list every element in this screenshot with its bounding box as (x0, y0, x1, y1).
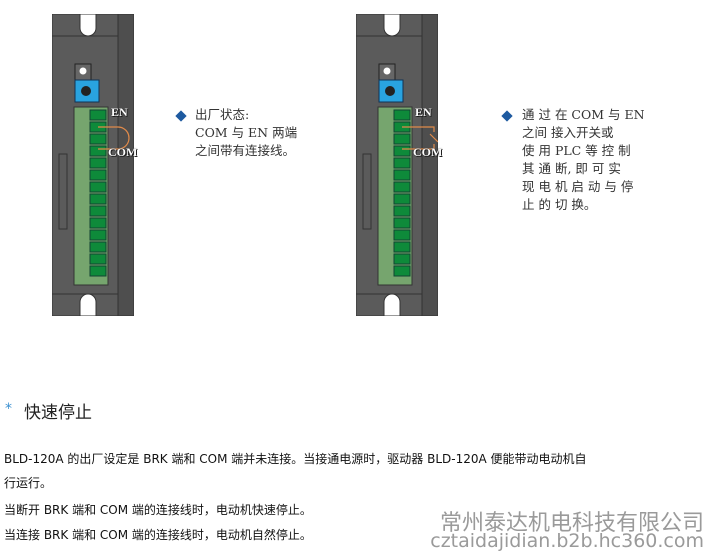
paragraph-line: 行运行。 (4, 476, 53, 490)
switch-control-note: 通 过 在 COM 与 EN 之间 接入开关或 使 用 PLC 等 控 制 其 … (522, 106, 645, 214)
note-line: 其 通 断, 即 可 实 (522, 161, 621, 176)
note-line: 出厂状态: (195, 107, 250, 122)
section-title: 快速停止 (24, 403, 92, 423)
note-line: COM 与 EN 两端 (195, 125, 298, 140)
note-line: 现 电 机 启 动 与 停 (522, 179, 634, 194)
paragraph-line: 当连接 BRK 端和 COM 端的连接线时，电动机自然停止。 (4, 528, 312, 542)
watermark-company: 常州泰达机电科技有限公司 (439, 511, 704, 536)
paragraph-line: BLD-120A 的出厂设定是 BRK 端和 COM 端并未连接。当接通电源时，… (4, 452, 587, 466)
paragraph-line: 当断开 BRK 端和 COM 端的连接线时，电动机快速停止。 (4, 503, 312, 517)
driver-diagram-left (52, 14, 134, 316)
section-bullet-icon: * (5, 401, 12, 417)
note-line: 使 用 PLC 等 控 制 (522, 143, 631, 158)
note-line: 止 的 切 换。 (522, 197, 597, 212)
note-line: 之间 接入开关或 (522, 125, 614, 140)
driver-diagram-right (356, 14, 438, 316)
factory-state-note: 出厂状态: COM 与 EN 两端 之间带有连接线。 (195, 106, 297, 160)
en-terminal-label: EN (111, 105, 128, 119)
com-terminal-label: COM (413, 145, 443, 159)
note-line: 之间带有连接线。 (195, 143, 296, 158)
note-line: 通 过 在 COM 与 EN (522, 107, 645, 122)
bullet-diamond-icon (501, 110, 513, 122)
en-terminal-label: EN (415, 105, 432, 119)
com-terminal-label: COM (108, 145, 138, 159)
watermark-url: cztaidajidian.b2b.hc360.com (430, 530, 704, 552)
bullet-diamond-icon (175, 110, 187, 122)
